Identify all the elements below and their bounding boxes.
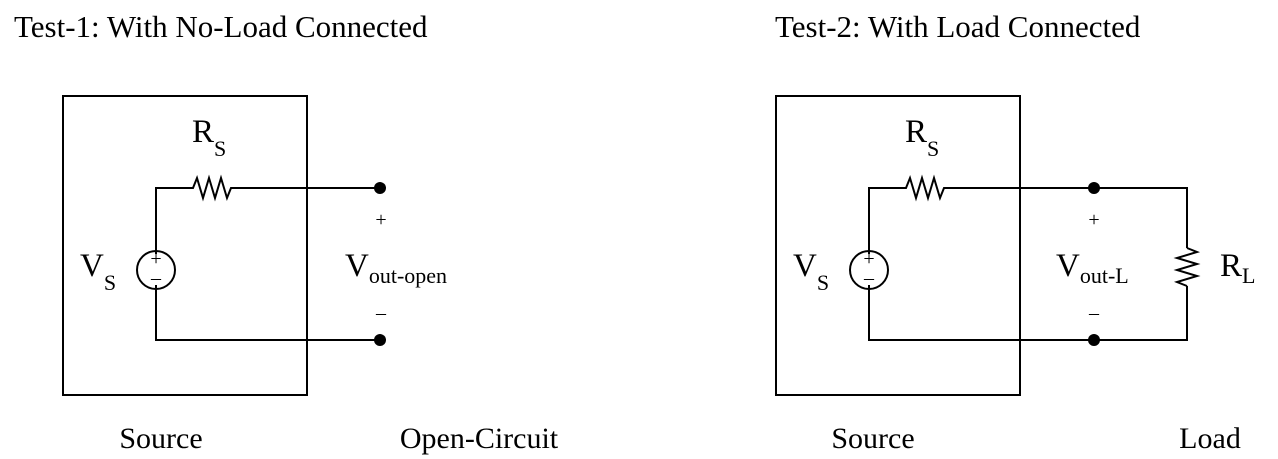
test1-title: Test-1: With No-Load Connected — [14, 9, 428, 44]
test1-bottom-wire — [155, 285, 380, 341]
test2-bottom-wire — [868, 285, 1188, 341]
test2-source-caption: Source — [831, 422, 914, 455]
test2-diagram: Test-2: With Load Connected + – RS VS + … — [775, 9, 1255, 455]
test1-source-plus: + — [150, 248, 161, 270]
test2-top-wire — [868, 174, 1188, 254]
test2-title: Test-2: With Load Connected — [775, 9, 1141, 44]
test1-source-minus: – — [150, 267, 162, 289]
test2-load-caption: Load — [1179, 422, 1241, 455]
test1-voltage-source — [136, 250, 176, 290]
test1-minus-sign: – — [375, 302, 387, 324]
test1-source-caption: Source — [119, 422, 202, 455]
test2-node-negative — [1088, 334, 1100, 346]
test2-source-box — [775, 95, 1021, 396]
test2-source-minus: – — [863, 267, 875, 289]
test2-load-resistor — [1173, 247, 1201, 287]
test1-vout-label: Vout-open — [345, 248, 447, 288]
test2-vout-label: Vout-L — [1056, 248, 1129, 288]
test1-terminal-negative — [374, 334, 386, 346]
test2-source-plus: + — [863, 248, 874, 270]
test2-node-positive — [1088, 182, 1100, 194]
test1-rs-label: RS — [192, 114, 226, 161]
test2-vs-label: VS — [793, 248, 829, 295]
test2-plus-sign: + — [1088, 209, 1099, 231]
test1-source-box — [62, 95, 308, 396]
test1-plus-sign: + — [375, 209, 386, 231]
test1-load-caption: Open-Circuit — [400, 422, 559, 455]
test2-rl-label: RL — [1220, 248, 1255, 288]
test2-minus-sign: – — [1088, 302, 1100, 324]
test1-diagram: Test-1: With No-Load Connected + – RS VS… — [14, 9, 559, 455]
test1-top-wire — [155, 174, 380, 254]
test1-terminal-positive — [374, 182, 386, 194]
test2-rs-label: RS — [905, 114, 939, 161]
test1-vs-label: VS — [80, 248, 116, 295]
test2-voltage-source — [849, 250, 889, 290]
